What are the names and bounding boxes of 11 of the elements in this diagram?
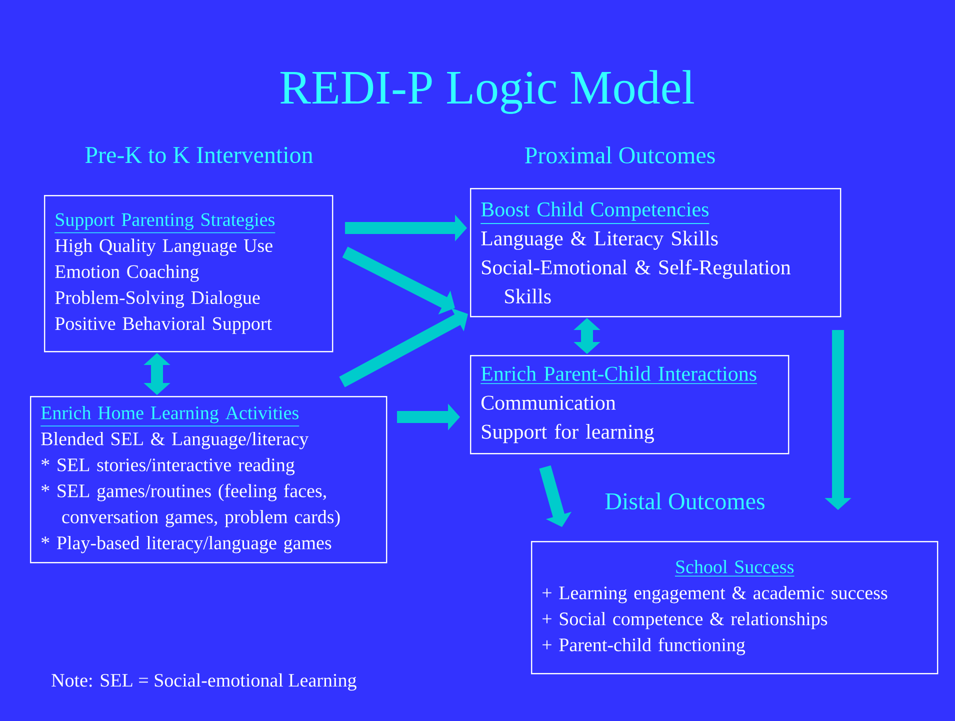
text-box: Support Parenting Strategies High Quality Language Use Emotion Coaching Problem-Solving Dialogue Positive Behavioral Support [44, 195, 334, 352]
text-box: Boost Child Competencies Language & Literacy Skills Social-Emotional & Self-Regulation Skills [470, 188, 842, 318]
column-heading: Distal Outcomes [605, 492, 764, 510]
text-box: School Success + Learning engagement & academic success + Social competence & relationships + Parent-child functioning [531, 541, 938, 674]
column-heading: Proximal Outcomes [525, 146, 715, 164]
block-arrow [539, 465, 572, 527]
text-box: Enrich Home Learning Activities Blended SEL & Language/literacy * SEL stories/interactive reading * SEL games/routines (feeling faces, conversation games, problem cards) * Play-based literacy/language games [30, 396, 388, 564]
note: Note: SEL = Social-emotional Learning [52, 673, 356, 691]
title: REDI-P Logic Model [280, 70, 694, 114]
text-box: Enrich Parent-Child Interactions Communication Support for learning [470, 355, 790, 454]
column-heading: Pre-K to K Intervention [85, 146, 313, 164]
